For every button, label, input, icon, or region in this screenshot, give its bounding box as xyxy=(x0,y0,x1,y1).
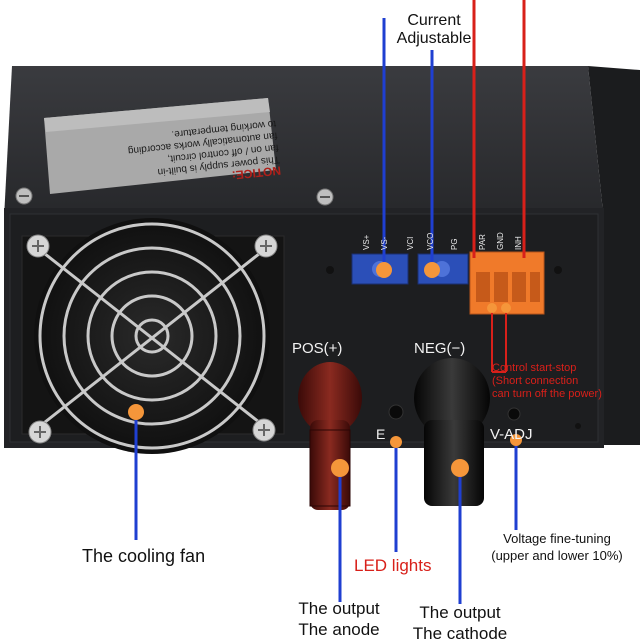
fan-guard xyxy=(38,222,266,450)
label-current-line1: Current xyxy=(407,12,461,29)
pos-label: POS(+) xyxy=(292,340,343,357)
label-cathode-line1: The output xyxy=(419,603,501,622)
label-anode-line1: The output xyxy=(298,599,380,618)
pin-label-vs-plus: VS+ xyxy=(362,234,371,250)
callout-dots xyxy=(128,262,522,477)
dot-pot-right xyxy=(424,262,440,278)
dot-anode xyxy=(331,459,349,477)
label-control-line1: Control start-stop xyxy=(492,362,577,374)
label-control-line3: can turn off the power) xyxy=(492,388,602,400)
label-voltage-line2: (upper and lower 10%) xyxy=(491,548,623,563)
label-control-start-stop: Control start-stop (Short connection can… xyxy=(492,362,602,401)
pin-label-pg: PG xyxy=(450,238,459,250)
label-current-line2: Adjustable xyxy=(396,29,472,47)
dot-terminal-1 xyxy=(487,303,497,313)
label-cathode-line2: The cathode xyxy=(412,624,508,643)
chassis-top xyxy=(4,66,604,222)
neg-label: NEG(−) xyxy=(414,340,466,357)
notice-sticker-shade xyxy=(44,98,270,132)
vadj-label: V-ADJ xyxy=(490,426,533,443)
fan-screws xyxy=(26,234,278,444)
vadj-pot xyxy=(507,407,521,421)
leader-lines xyxy=(134,0,526,604)
pin-label-gnd: GND xyxy=(496,232,505,250)
dot-vadj xyxy=(510,434,522,446)
pin-label-vco: VCO xyxy=(426,232,435,250)
led-indicator xyxy=(388,404,404,420)
pin-label-vs-minus: VS- xyxy=(380,236,389,250)
label-voltage-line1: Voltage fine-tuning xyxy=(503,531,611,546)
pin-label-par: PAR xyxy=(478,234,487,250)
label-led-lights: LED lights xyxy=(354,556,432,575)
label-voltage-fine-tuning: Voltage fine-tuning (upper and lower 10%… xyxy=(474,530,640,564)
pin-label-vci: VCI xyxy=(406,236,415,250)
label-output-cathode: The output The cathode xyxy=(402,602,518,644)
dot-terminal-2 xyxy=(501,303,511,313)
label-output-anode: The output The anode xyxy=(286,598,392,640)
led-mark: E xyxy=(376,426,386,442)
neg-terminal xyxy=(414,358,490,506)
terminal-slots xyxy=(476,272,540,302)
label-current-adjustable: Current Adjustable xyxy=(386,12,482,48)
fan-blades xyxy=(34,218,270,454)
dot-led xyxy=(390,436,402,448)
dot-cathode xyxy=(451,459,469,477)
label-anode-line2: The anode xyxy=(298,620,380,639)
chassis-side xyxy=(588,66,640,445)
label-cooling-fan: The cooling fan xyxy=(82,546,206,566)
dot-pot-left xyxy=(376,262,392,278)
dot-fan xyxy=(128,404,144,420)
label-control-line2: (Short connection xyxy=(492,375,579,387)
pin-label-inh: INH xyxy=(514,236,523,250)
